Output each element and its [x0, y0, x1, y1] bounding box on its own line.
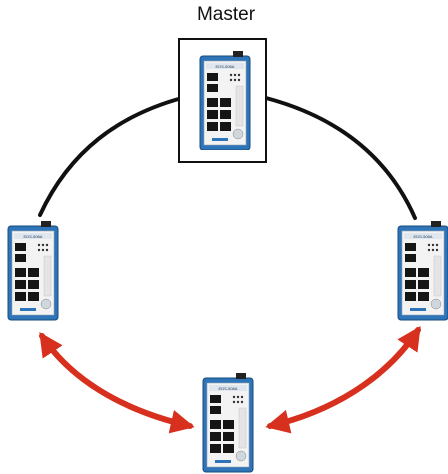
- ring-line-left-master: [38, 96, 184, 217]
- ring-line-master-right: [264, 96, 417, 220]
- master-switch-overlay-icon: [199, 50, 251, 150]
- master-label: Master: [196, 4, 256, 25]
- right-switch-icon: [397, 220, 448, 321]
- bottom-switch-icon: [202, 372, 254, 473]
- arrow-bottom-right: [265, 325, 421, 434]
- arrow-left-bottom: [39, 332, 195, 434]
- left-switch-icon: [7, 220, 59, 321]
